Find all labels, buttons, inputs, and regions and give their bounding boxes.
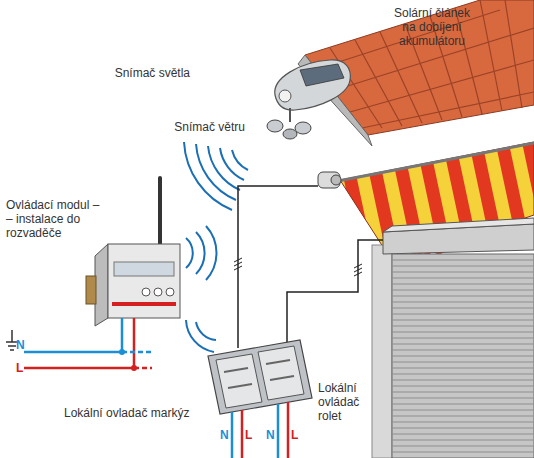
radio-waves xyxy=(186,226,216,280)
wall xyxy=(372,245,392,458)
light-sensor xyxy=(279,90,291,102)
callout-label: Ovládací modul – – instalace do rozvaděč… xyxy=(6,198,106,240)
radio-waves xyxy=(186,320,216,352)
neutral-wire xyxy=(24,318,122,352)
junction-dot xyxy=(131,365,137,371)
callout-label: Lokální ovládač rolet xyxy=(318,381,370,423)
tile-lines xyxy=(320,0,534,128)
callout-label: Lokální ovladač markýz xyxy=(64,406,214,420)
control-module xyxy=(108,244,180,318)
callout-label: L xyxy=(291,428,303,442)
motor-cap xyxy=(331,175,341,185)
din-rail xyxy=(86,276,96,304)
awning-bar xyxy=(338,143,534,181)
wind-cup xyxy=(283,129,297,139)
live-wire xyxy=(287,402,290,458)
wind-cup xyxy=(267,120,283,132)
cable-ticks xyxy=(234,258,362,276)
module-button xyxy=(142,288,150,296)
live-wire xyxy=(241,410,244,458)
callout-label: N xyxy=(266,428,278,442)
control-cable xyxy=(287,240,383,344)
module-button xyxy=(154,288,162,296)
callout-label: Solární článek na dobíjení akumulátoru xyxy=(388,6,476,48)
neutral-wire xyxy=(277,404,280,458)
antenna xyxy=(158,178,162,246)
wind-sensor-shaft xyxy=(289,108,291,122)
module-strip xyxy=(112,302,176,306)
wind-cup xyxy=(295,122,311,134)
callout-label: Snímač větru xyxy=(150,120,245,134)
callout-label: Snímač světla xyxy=(100,66,190,80)
roller-shutter xyxy=(392,254,534,458)
switch-buttons xyxy=(224,360,294,388)
neutral-wire xyxy=(231,412,234,458)
sensor-housing xyxy=(275,60,351,110)
control-cable xyxy=(238,186,318,348)
callout-label: L xyxy=(245,428,257,442)
shutter-slats xyxy=(392,260,534,452)
shutter-box-top xyxy=(383,218,534,232)
module-panel xyxy=(114,262,174,276)
awning-motor xyxy=(318,172,340,188)
callout-label: N xyxy=(16,338,30,352)
switch-rocker xyxy=(216,354,262,408)
callout-label: L xyxy=(16,361,30,375)
switch-plate xyxy=(208,340,312,414)
solar-cell xyxy=(300,64,344,86)
module-side xyxy=(95,244,108,326)
switch-rocker xyxy=(258,346,304,400)
module-button xyxy=(166,288,174,296)
callout-label: N xyxy=(220,428,232,442)
live-wire xyxy=(24,318,134,368)
junction-dot xyxy=(119,349,125,355)
neutral-wire xyxy=(122,351,152,354)
